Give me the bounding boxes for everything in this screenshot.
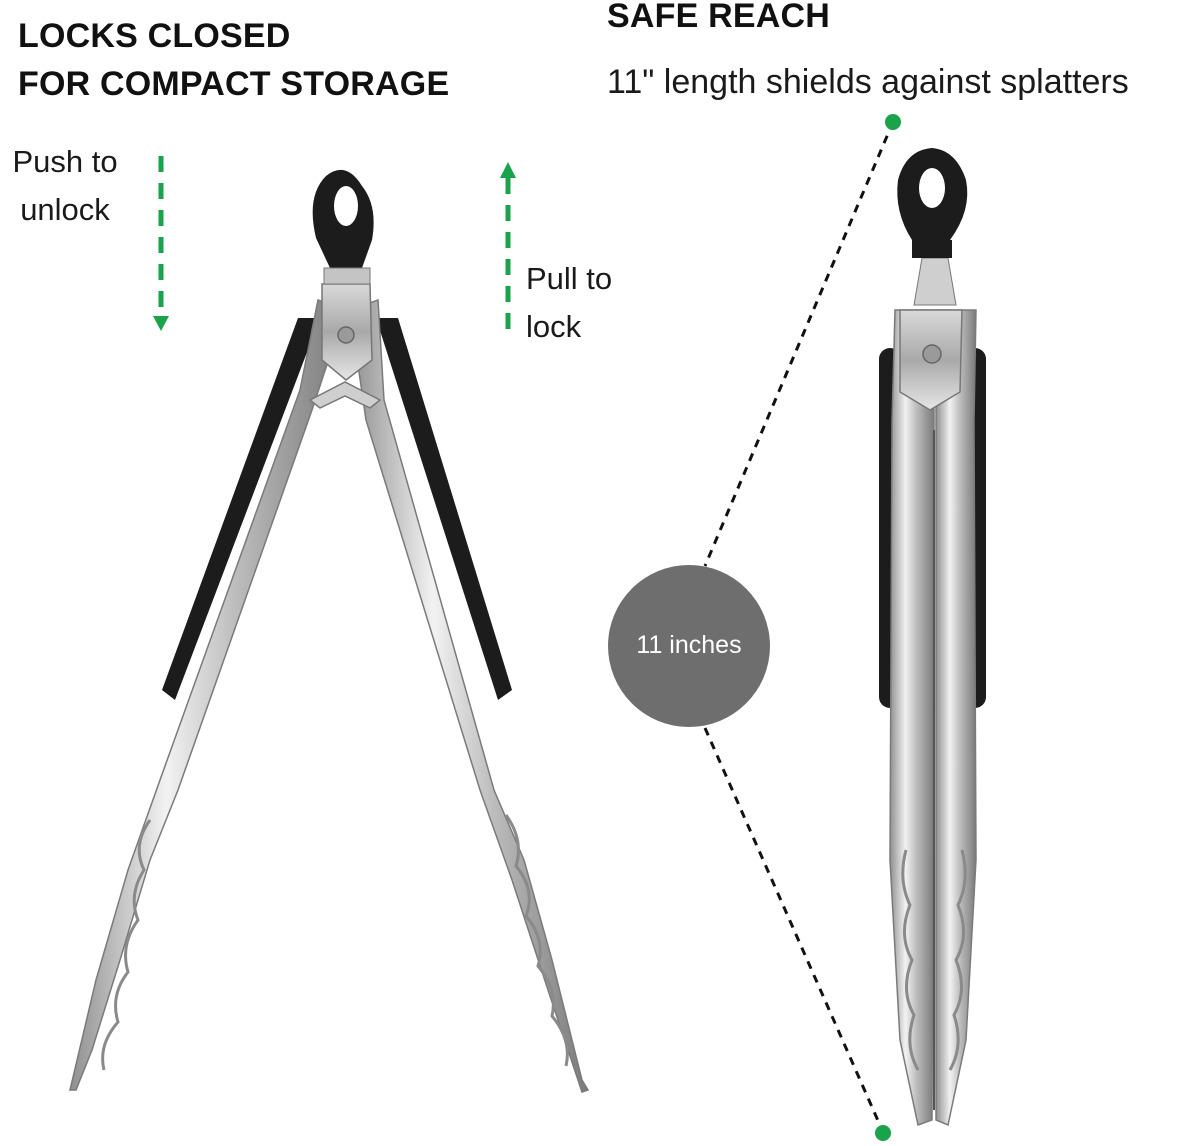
pull-hint-line2: lock	[526, 309, 582, 344]
length-badge-circle	[608, 565, 770, 727]
push-to-unlock-hint: Push to unlock	[0, 138, 130, 234]
tongs-open-image	[69, 169, 590, 1093]
measurement-guide	[608, 114, 901, 1141]
safe-reach-title: SAFE REACH	[607, 0, 831, 35]
measure-end-dot	[875, 1125, 891, 1141]
arrow-down-icon	[153, 156, 169, 331]
pull-hint-line1: Pull to	[526, 261, 613, 296]
length-badge-label: 11 inches	[636, 631, 742, 659]
pull-to-lock-hint: Pull to lock	[526, 255, 612, 351]
arrow-up-icon	[500, 162, 516, 332]
locks-closed-title-line1: LOCKS CLOSED	[18, 17, 291, 55]
push-hint-line1: Push to	[12, 144, 118, 179]
push-hint-line2: unlock	[20, 192, 110, 227]
safe-reach-subtitle: 11" length shields against splatters	[607, 63, 1129, 101]
tongs-closed-image	[879, 148, 986, 1127]
locks-closed-title-line2: FOR COMPACT STORAGE	[18, 65, 450, 103]
measure-start-dot	[885, 114, 901, 130]
